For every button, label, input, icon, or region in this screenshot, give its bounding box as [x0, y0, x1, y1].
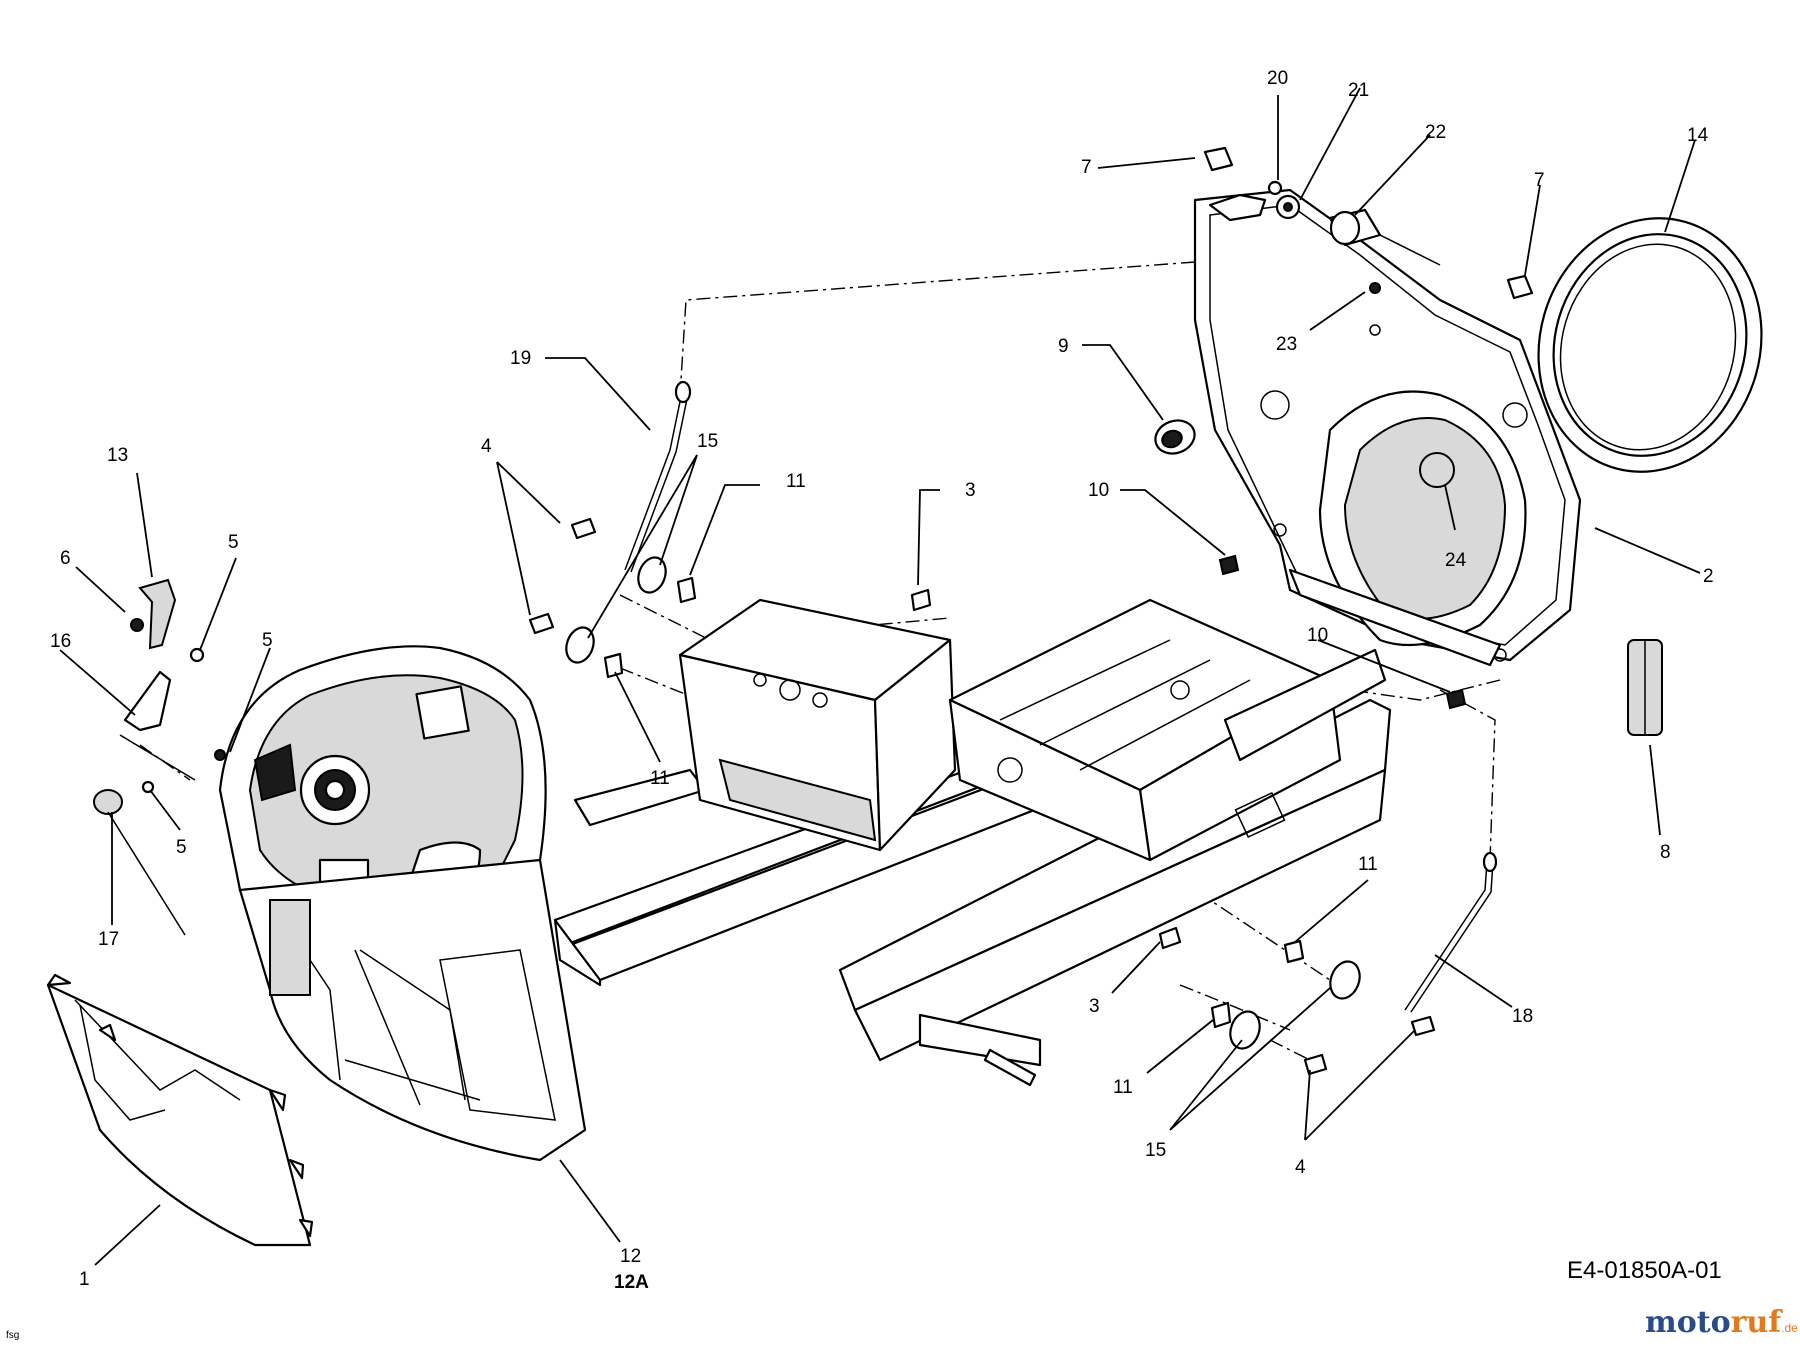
callout-6: 6: [60, 548, 71, 569]
callout-10-top: 10: [1088, 480, 1109, 501]
callout-11-right: 11: [1358, 854, 1378, 875]
callout-14: 14: [1687, 125, 1709, 146]
callout-11-left: 11: [650, 768, 670, 789]
callout-15-top: 15: [697, 431, 718, 452]
callout-4-top: 4: [481, 436, 492, 457]
callout-24: 24: [1445, 550, 1467, 571]
callout-12-sub: 12A: [614, 1272, 649, 1293]
callout-7-right: 7: [1534, 170, 1545, 191]
part-2-plate: [1193, 188, 1582, 667]
callout-labels: 20 21 22 14 7 7 23 9 19 4 15 11 3 10 24 …: [50, 68, 1714, 1293]
callout-8: 8: [1660, 842, 1671, 863]
callout-3-bottom: 3: [1089, 996, 1100, 1017]
callout-9: 9: [1058, 336, 1069, 357]
callout-20: 20: [1267, 68, 1288, 89]
callout-16: 16: [50, 631, 71, 652]
watermark-part2: ruf: [1731, 1305, 1784, 1340]
watermark-suffix: .de: [1781, 1321, 1798, 1335]
watermark-part1: moto: [1645, 1305, 1731, 1340]
lever-hardware: [93, 578, 226, 936]
callout-1: 1: [79, 1269, 90, 1290]
callout-5-top: 5: [228, 532, 239, 553]
watermark-logo: motoruf.de: [1645, 1305, 1798, 1340]
svg-text:motoruf.de: motoruf.de: [1645, 1305, 1798, 1340]
callout-13: 13: [107, 445, 128, 466]
part-1-panel: [46, 973, 314, 1247]
callout-3-top: 3: [965, 480, 976, 501]
callout-4-bottom: 4: [1295, 1157, 1306, 1178]
callout-11-bottom: 11: [1113, 1077, 1133, 1098]
left-hardware: [528, 380, 1498, 1076]
callout-11-top: 11: [786, 471, 806, 492]
callout-12: 12: [620, 1246, 641, 1267]
callout-15-bottom: 15: [1145, 1140, 1166, 1161]
chassis-frame: [553, 598, 1392, 1087]
callout-21: 21: [1348, 80, 1369, 101]
callout-5-mid: 5: [262, 630, 273, 651]
callout-17: 17: [98, 929, 119, 950]
callout-10-right: 10: [1307, 625, 1328, 646]
callout-2: 2: [1703, 566, 1714, 587]
callout-23: 23: [1276, 334, 1297, 355]
drawing-code: E4-01850A-01: [1567, 1257, 1722, 1284]
callout-7-left: 7: [1081, 157, 1092, 178]
leader-lines: [59, 87, 1701, 1266]
callout-18: 18: [1512, 1006, 1533, 1027]
part-14-belt: [1537, 217, 1763, 473]
part-12-console: [218, 645, 587, 1162]
callout-19: 19: [510, 348, 531, 369]
callout-22: 22: [1425, 122, 1446, 143]
callout-5-low: 5: [176, 837, 187, 858]
small-hardware-top: [910, 146, 1663, 736]
corner-mark: fsg: [6, 1330, 19, 1341]
